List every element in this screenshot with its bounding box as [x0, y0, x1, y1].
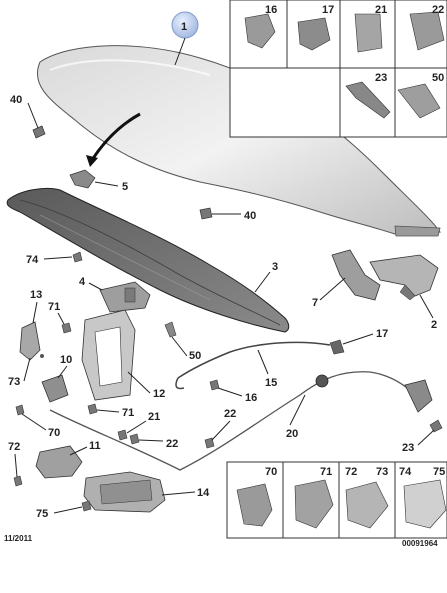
- top-cell-16: 16: [265, 4, 277, 16]
- part-50-screw: [164, 321, 177, 338]
- callout-23: 23: [402, 442, 414, 454]
- callout-71b: 71: [122, 407, 134, 419]
- part-22-clip-left: [129, 433, 140, 445]
- callout-5: 5: [122, 181, 128, 193]
- reference-arrow: [90, 112, 141, 161]
- part-14-bracket: [83, 471, 166, 513]
- callout-4: 4: [79, 276, 86, 288]
- top-cell-21: 21: [375, 4, 387, 16]
- part-17-grommet: [329, 339, 345, 355]
- footer-date: 11/2011: [4, 534, 33, 543]
- callout-14: 14: [197, 487, 210, 499]
- bottom-cell-74: 74: [399, 466, 412, 478]
- callout-72: 72: [8, 441, 20, 453]
- callout-15: 15: [265, 377, 277, 389]
- part-74-clip: [72, 251, 83, 263]
- callout-71a: 71: [48, 301, 60, 313]
- part-21-clip: [117, 429, 128, 441]
- callout-50: 50: [189, 350, 201, 362]
- part-11-bracket: [35, 445, 83, 479]
- part-71-clip-upper: [61, 322, 72, 334]
- part-15-prop-rod: [175, 341, 331, 390]
- callout-7: 7: [312, 297, 318, 309]
- bottom-cell-75: 75: [433, 466, 445, 478]
- part-40-clip-lower: [199, 207, 213, 220]
- top-cell-50: 50: [432, 72, 444, 84]
- callout-21: 21: [148, 411, 160, 423]
- part-72-screw: [13, 475, 23, 487]
- callout-40a: 40: [10, 94, 22, 106]
- bottom-parts-table: 70 71 72 73 74 75: [226, 461, 447, 539]
- callout-13: 13: [30, 289, 42, 301]
- callout-16: 16: [245, 392, 257, 404]
- top-cell-22: 22: [432, 4, 444, 16]
- callout-12: 12: [153, 388, 165, 400]
- insulation-pad: [6, 187, 290, 333]
- part-20-cable: [49, 371, 433, 471]
- footer-code: 00091964: [402, 539, 438, 548]
- callout-70: 70: [48, 427, 60, 439]
- callout-73: 73: [8, 376, 20, 388]
- part-7-bracket: [331, 249, 381, 301]
- bottom-cell-72: 72: [345, 466, 357, 478]
- callout-75: 75: [36, 508, 48, 520]
- callout-2: 2: [431, 319, 437, 331]
- callout-22b: 22: [224, 408, 236, 420]
- bottom-cell-71: 71: [320, 466, 332, 478]
- part-40-clip-upper: [32, 125, 46, 139]
- part-2-hinge: [369, 254, 439, 301]
- part-13-hinge: [19, 321, 44, 361]
- part-5-holder: [69, 169, 96, 189]
- callout-74: 74: [26, 254, 39, 266]
- callout-22a: 22: [166, 438, 178, 450]
- hood-panel: [36, 45, 441, 237]
- part-22-clip-right: [204, 437, 215, 449]
- top-parts-table: 16 17 21 22 23 50: [229, 0, 447, 138]
- part-4-bracket: [99, 281, 151, 313]
- top-cell-23: 23: [375, 72, 387, 84]
- callout-20: 20: [286, 428, 298, 440]
- bottom-cell-70: 70: [265, 466, 277, 478]
- callout-1: 1: [181, 21, 187, 33]
- callout-17: 17: [376, 328, 388, 340]
- callout-3: 3: [272, 261, 278, 273]
- callout-40b: 40: [244, 210, 256, 222]
- part-70-screw: [15, 404, 25, 416]
- part-12-lock-frame: [81, 309, 136, 401]
- part-75-clip: [81, 500, 92, 512]
- part-23-screw: [429, 419, 443, 433]
- callout-10: 10: [60, 354, 72, 366]
- top-cell-17: 17: [322, 4, 334, 16]
- callout-11: 11: [89, 440, 101, 452]
- bottom-cell-73: 73: [376, 466, 388, 478]
- part-16-clip: [209, 379, 220, 391]
- part-10-lock: [41, 374, 69, 403]
- part-71-clip-lower: [87, 403, 98, 415]
